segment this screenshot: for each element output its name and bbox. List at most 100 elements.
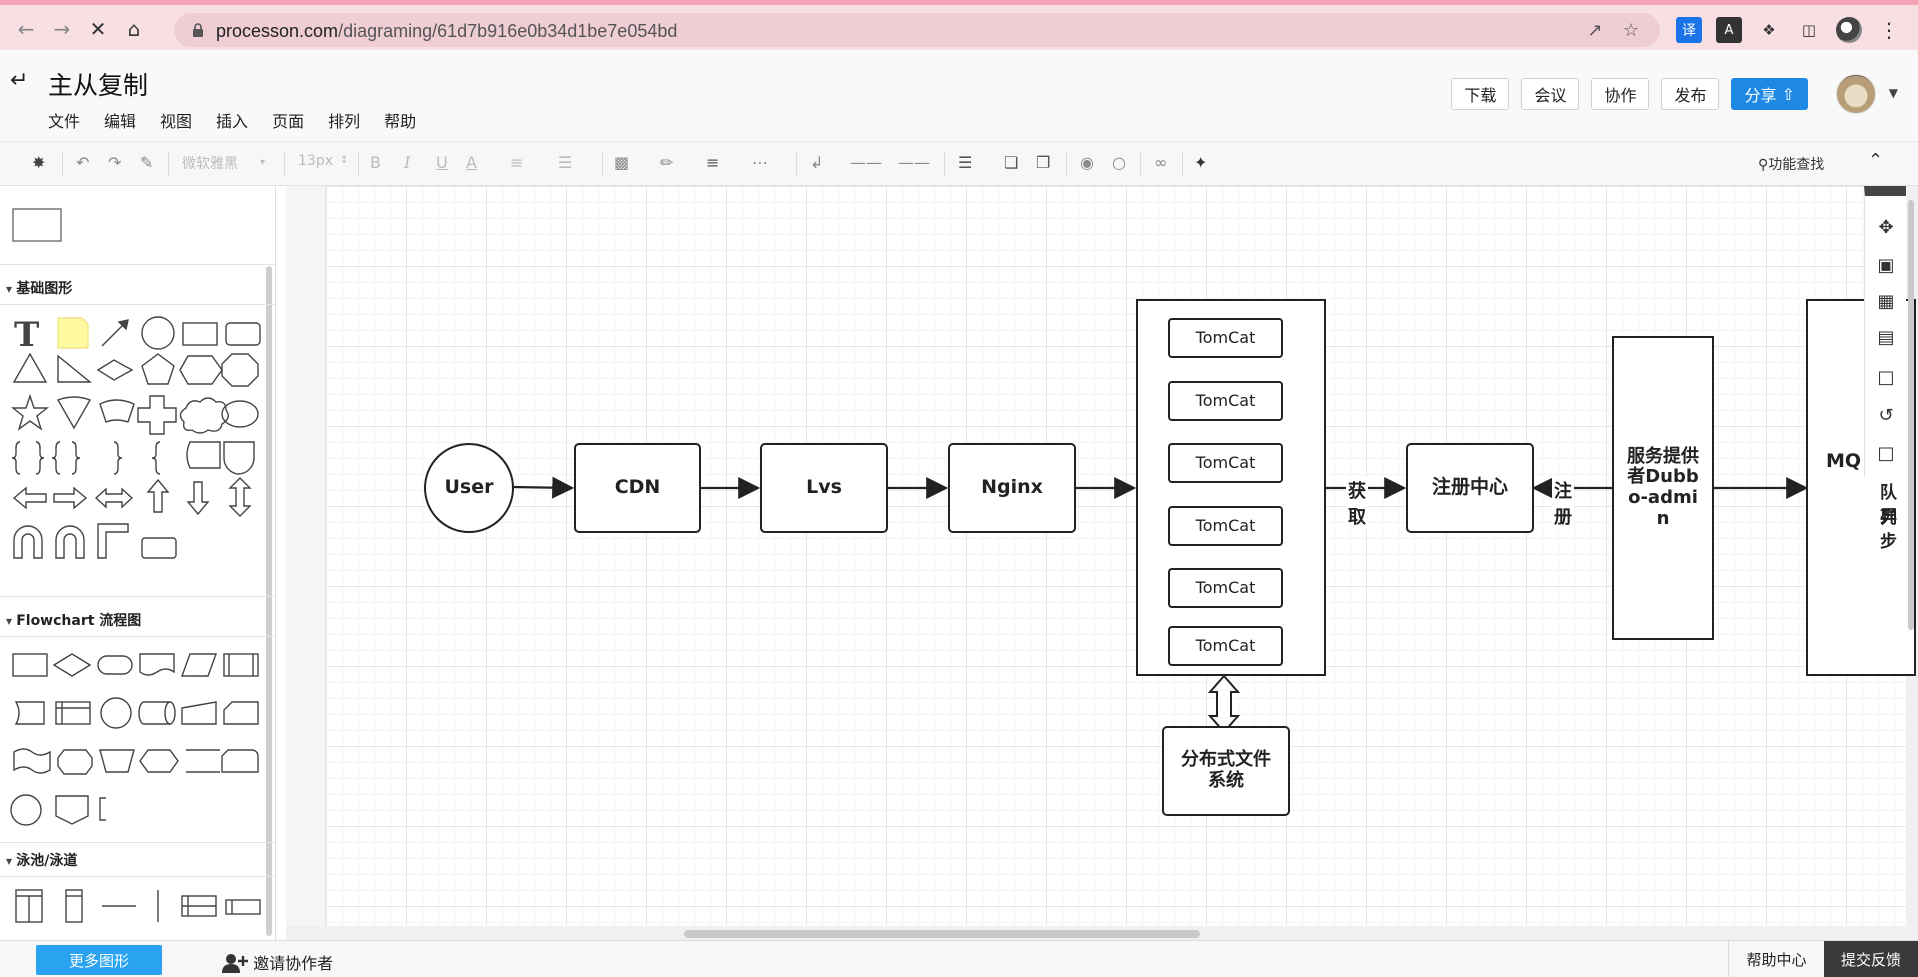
panel-divider <box>0 304 275 305</box>
panel-scrollbar[interactable] <box>266 266 272 936</box>
link-icon[interactable]: ∞ <box>1154 153 1168 172</box>
collaborate-button[interactable]: 协作 <box>1591 78 1650 110</box>
menu-page[interactable]: 页面 <box>272 112 305 131</box>
navigator-icon[interactable]: ✥ <box>1878 216 1894 238</box>
diagram-canvas[interactable]: User CDN Lvs Nginx TomCat TomCat TomCat … <box>326 186 1916 926</box>
section-basic-shapes[interactable]: 基础图形 <box>6 278 72 298</box>
comment-icon[interactable]: □ <box>1877 442 1895 464</box>
basic-shapes-grid[interactable]: T <box>10 312 266 582</box>
menu-view[interactable]: 视图 <box>160 112 193 131</box>
font-size-select[interactable]: 13px <box>298 153 333 169</box>
node-distributed-fs[interactable]: 分布式文件系统 <box>1162 726 1290 816</box>
node-lvs[interactable]: Lvs <box>760 443 888 533</box>
return-icon[interactable]: ↵ <box>10 68 29 93</box>
pin-icon[interactable]: ✸ <box>32 153 46 172</box>
magic-wand-icon[interactable]: ✦ <box>1194 153 1208 172</box>
node-tomcat[interactable]: TomCat <box>1168 568 1283 608</box>
caret-down-icon[interactable]: ▼ <box>1888 86 1898 100</box>
feature-search[interactable]: ⚲功能查找 <box>1758 154 1824 174</box>
user-avatar[interactable] <box>1836 74 1876 114</box>
more-shapes-button[interactable]: 更多图形 <box>36 945 162 975</box>
flowchart-shapes-grid[interactable] <box>10 648 266 834</box>
meeting-button[interactable]: 会议 <box>1521 78 1580 110</box>
publish-button[interactable]: 发布 <box>1661 78 1720 110</box>
fill-bucket-icon[interactable]: ▩ <box>614 153 630 172</box>
tomcat-cluster[interactable] <box>1136 299 1326 676</box>
page-icon[interactable]: □ <box>1877 366 1895 388</box>
menu-arrange[interactable]: 排列 <box>328 112 361 131</box>
profile-avatar-icon[interactable] <box>1836 17 1862 43</box>
align-shapes-icon[interactable]: ☰ <box>958 153 973 172</box>
edge-user-cdn[interactable] <box>511 476 575 499</box>
canvas-horizontal-scrollbar[interactable] <box>684 930 1200 938</box>
lock-shape-icon[interactable]: ◉ <box>1080 153 1094 172</box>
collapse-toolbar-icon[interactable]: ⌃ <box>1868 150 1884 171</box>
node-registry[interactable]: 注册中心 <box>1406 443 1534 533</box>
undo-icon[interactable]: ↶ <box>76 153 90 172</box>
node-nginx[interactable]: Nginx <box>948 443 1076 533</box>
bold-button[interactable]: B <box>370 153 381 172</box>
page-size-icon[interactable]: ▦ <box>1877 290 1895 312</box>
edge-label-register: 注册 <box>1552 477 1574 529</box>
section-pools-lanes[interactable]: 泳池/泳道 <box>6 850 77 870</box>
recent-rectangle-shape[interactable] <box>12 208 64 244</box>
section-flowchart[interactable]: Flowchart 流程图 <box>6 610 141 630</box>
node-tomcat[interactable]: TomCat <box>1168 443 1283 483</box>
home-icon[interactable]: ⌂ <box>127 17 141 41</box>
node-tomcat[interactable]: TomCat <box>1168 318 1283 358</box>
menu-edit[interactable]: 编辑 <box>104 112 137 131</box>
line-style-icon[interactable]: ⋯ <box>752 153 768 172</box>
download-button[interactable]: 下载 <box>1451 78 1510 110</box>
search-icon: ⚲ <box>1758 157 1769 173</box>
node-user[interactable]: User <box>424 443 514 533</box>
format-painter-icon[interactable]: ✎ <box>140 153 154 172</box>
node-service-provider[interactable]: 服务提供者Dubbo-admin <box>1612 336 1714 640</box>
edge-cluster-dfs[interactable] <box>1207 674 1241 734</box>
side-panel-icon[interactable]: ◫ <box>1801 21 1817 39</box>
invite-collaborators[interactable]: 邀请协作者 <box>222 950 333 974</box>
unlock-shape-icon[interactable]: ○ <box>1112 153 1126 172</box>
send-back-icon[interactable]: ❐ <box>1036 153 1051 172</box>
font-color-button[interactable]: A <box>466 153 477 172</box>
end-arrow-icon[interactable]: —— <box>898 153 930 172</box>
extensions-bar: 译 A ❖ ◫ ⋮ <box>1676 17 1902 43</box>
feedback-button[interactable]: 提交反馈 <box>1824 941 1918 977</box>
canvas-vertical-scrollbar[interactable] <box>1908 200 1914 630</box>
menu-help[interactable]: 帮助 <box>384 112 417 131</box>
start-arrow-icon[interactable]: —— <box>850 153 882 172</box>
back-arrow-icon[interactable]: ← <box>17 17 35 41</box>
connector-icon[interactable]: ↲ <box>810 153 824 172</box>
menu-file[interactable]: 文件 <box>48 112 81 131</box>
menu-insert[interactable]: 插入 <box>216 112 249 131</box>
align-icon[interactable]: ≡ <box>510 153 524 172</box>
notes-icon[interactable]: ▤ <box>1877 326 1895 348</box>
node-cdn[interactable]: CDN <box>574 443 701 533</box>
node-tomcat[interactable]: TomCat <box>1168 381 1283 421</box>
line-color-icon[interactable]: ✏ <box>660 153 674 172</box>
bring-front-icon[interactable]: ❏ <box>1004 153 1019 172</box>
document-title[interactable]: 主从复制 <box>48 71 149 100</box>
italic-button[interactable]: I <box>404 153 411 172</box>
history-icon[interactable]: ↺ <box>1878 404 1894 426</box>
swimlane-shapes-grid[interactable] <box>10 886 266 926</box>
puzzle-extensions-icon[interactable]: ❖ <box>1762 21 1776 39</box>
node-tomcat[interactable]: TomCat <box>1168 626 1283 666</box>
line-width-icon[interactable]: ≡ <box>706 153 720 172</box>
translate-extension-icon[interactable]: 译 <box>1676 17 1702 43</box>
bookmark-star-icon[interactable]: ☆ <box>1622 19 1640 41</box>
stop-loading-icon[interactable]: ✕ <box>89 17 107 41</box>
list-icon[interactable]: ☰ <box>558 153 573 172</box>
more-menu-icon[interactable]: ⋮ <box>1879 18 1899 42</box>
share-page-icon[interactable]: ↗ <box>1587 19 1603 41</box>
a-extension-icon[interactable]: A <box>1716 17 1742 43</box>
underline-button[interactable]: U <box>436 153 448 172</box>
share-button[interactable]: 分享 ⇧ <box>1731 78 1808 110</box>
forward-arrow-icon[interactable]: → <box>53 17 71 41</box>
image-icon[interactable]: ▣ <box>1877 254 1895 276</box>
help-center-button[interactable]: 帮助中心 <box>1728 941 1824 977</box>
font-family-select[interactable]: 微软雅黑 <box>182 156 238 172</box>
stepper-icon[interactable]: ↕ <box>340 155 349 166</box>
redo-icon[interactable]: ↷ <box>108 153 122 172</box>
address-bar[interactable]: processon.com/diagraming/61d7b916e0b34d1… <box>174 13 1660 47</box>
node-tomcat[interactable]: TomCat <box>1168 506 1283 546</box>
